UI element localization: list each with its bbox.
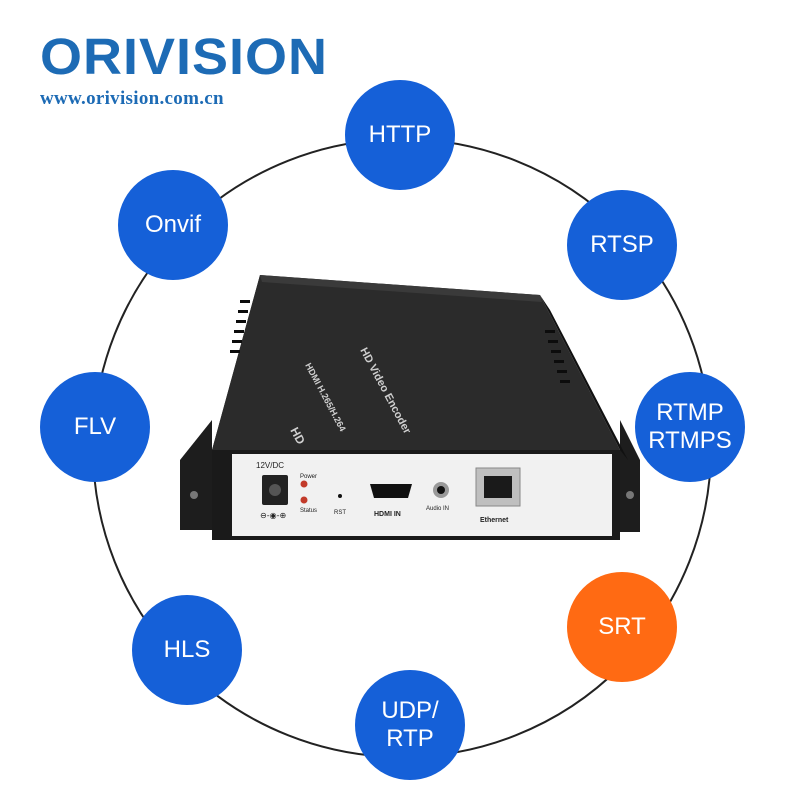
protocol-label: RTMPS [648, 427, 732, 454]
protocol-bubble-onvif: Onvif [118, 170, 228, 280]
protocol-bubble-flv: FLV [40, 372, 150, 482]
protocol-bubble-srt: SRT [567, 572, 677, 682]
led-status-label: Status [300, 508, 317, 514]
reset-label: RST [334, 510, 346, 516]
protocol-label: RTSP [590, 231, 654, 258]
protocol-label: RTP [386, 725, 434, 752]
port-hdmi-label: HDMI IN [374, 511, 401, 518]
led-power-label: Power [300, 474, 317, 480]
protocol-label: Onvif [144, 211, 201, 238]
encoder-device-image: HD Video Encoder HDMI H.265/H.264 HD 12V… [180, 275, 640, 540]
port-power-label: 12V/DC [256, 461, 284, 470]
port-ethernet-label: Ethernet [480, 517, 509, 524]
protocol-label: HTTP [368, 121, 432, 148]
protocol-label: SRT [598, 613, 646, 640]
brand-url: www.orivision.com.cn [40, 88, 224, 109]
protocol-bubble-hls: HLS [132, 595, 242, 705]
brand-logo: ORIVISION www.orivision.com.cn [40, 30, 328, 110]
protocol-bubble-udp-rtp: UDP/ RTP [355, 670, 465, 780]
brand-name: ORIVISION [40, 28, 329, 86]
protocol-label: HLS [163, 636, 211, 663]
port-polarity: ⊖-◉-⊕ [260, 511, 286, 520]
protocol-label: FLV [73, 413, 117, 440]
protocol-bubble-http: HTTP [345, 80, 455, 190]
protocol-bubble-rtsp: RTSP [567, 190, 677, 300]
protocol-label: UDP/ [381, 697, 439, 724]
port-audio-label: Audio IN [426, 506, 449, 512]
protocol-label: RTMP [656, 399, 724, 426]
protocol-bubble-rtmp: RTMP RTMPS [635, 372, 745, 482]
